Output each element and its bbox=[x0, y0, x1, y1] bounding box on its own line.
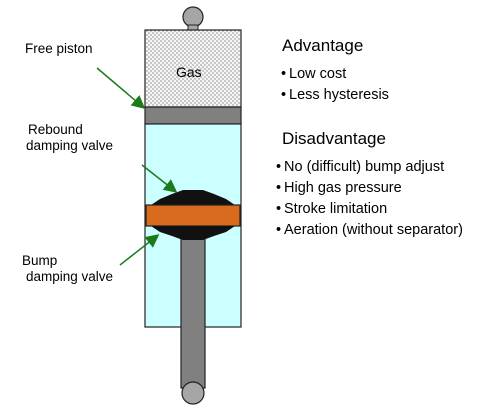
rebound-valve-label-line2: damping valve bbox=[26, 138, 114, 153]
free-piston-arrow bbox=[96, 67, 146, 109]
bullet: • bbox=[276, 201, 282, 217]
bump-valve-shims bbox=[151, 226, 235, 240]
disadvantage-item-text: High gas pressure bbox=[284, 180, 402, 196]
rebound-valve-arrow bbox=[141, 164, 178, 193]
advantage-heading: Advantage bbox=[282, 36, 364, 55]
list-item: •Low cost bbox=[281, 64, 389, 85]
advantage-item-text: Less hysteresis bbox=[289, 87, 389, 103]
disadvantage-item-text: No (difficult) bump adjust bbox=[284, 159, 445, 175]
bullet: • bbox=[281, 87, 287, 103]
bottom-mount-eye bbox=[181, 381, 205, 405]
bullet: • bbox=[281, 66, 287, 82]
rebound-valve-label-line1: Rebound bbox=[28, 122, 83, 137]
bullet: • bbox=[276, 159, 282, 175]
disadvantage-item-text: Stroke limitation bbox=[284, 201, 388, 217]
piston-rod bbox=[180, 227, 206, 389]
bump-valve-label-line1: Bump bbox=[22, 253, 58, 268]
free-piston-label: Free piston bbox=[25, 41, 93, 56]
free-piston bbox=[144, 106, 242, 125]
list-item: •Stroke limitation bbox=[276, 199, 463, 220]
advantage-item-text: Low cost bbox=[289, 66, 347, 82]
gas-label: Gas bbox=[176, 64, 202, 80]
disadvantage-heading: Disadvantage bbox=[282, 129, 386, 148]
bullet: • bbox=[276, 180, 282, 196]
advantage-list: •Low cost •Less hysteresis bbox=[281, 64, 389, 106]
top-mount-eye bbox=[182, 6, 204, 28]
bump-valve-label: Bump damping valve bbox=[22, 253, 113, 285]
disadvantage-item-text: Aeration (without separator) bbox=[284, 222, 463, 238]
list-item: •No (difficult) bump adjust bbox=[276, 157, 463, 178]
bump-valve-arrow bbox=[119, 234, 160, 266]
gas-chamber bbox=[144, 29, 242, 108]
list-item: •Less hysteresis bbox=[281, 85, 389, 106]
bullet: • bbox=[276, 222, 282, 238]
damping-piston bbox=[145, 204, 241, 227]
bump-valve-label-line2: damping valve bbox=[26, 269, 114, 284]
rebound-valve-shims bbox=[151, 190, 235, 205]
list-item: •Aeration (without separator) bbox=[276, 220, 463, 241]
rebound-valve-label: Rebound damping valve bbox=[26, 122, 113, 154]
list-item: •High gas pressure bbox=[276, 178, 463, 199]
disadvantage-list: •No (difficult) bump adjust •High gas pr… bbox=[276, 157, 463, 241]
